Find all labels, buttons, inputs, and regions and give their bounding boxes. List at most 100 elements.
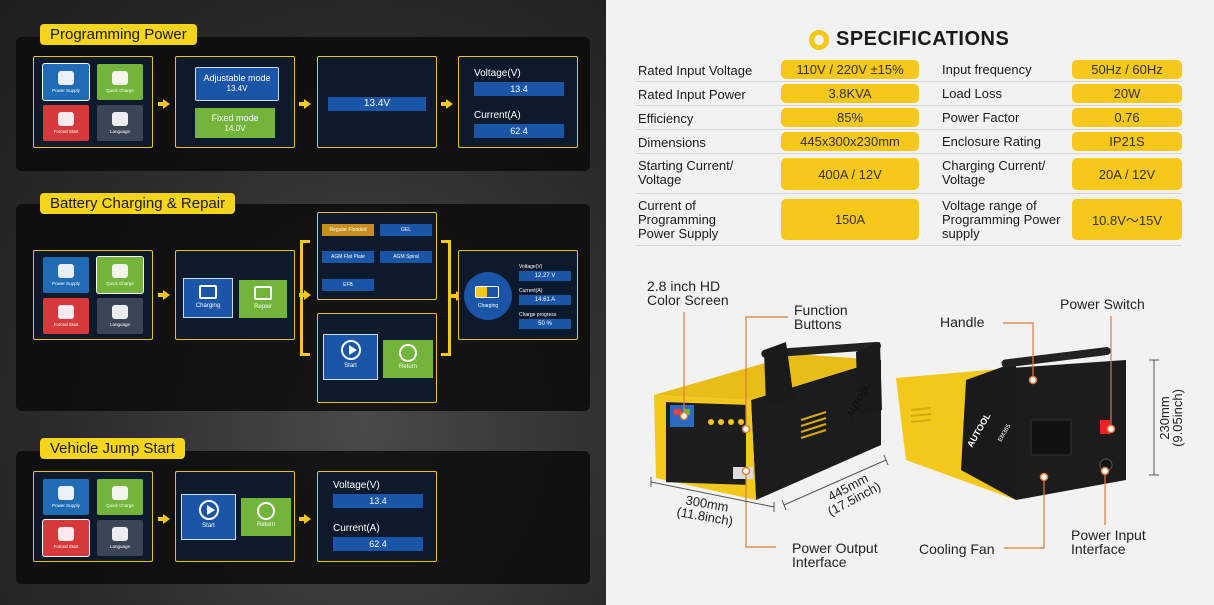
tile-label: Forced Start — [53, 322, 79, 327]
charging-option[interactable]: Charging — [183, 278, 233, 318]
set-voltage-value: 13.4V — [328, 97, 426, 111]
battery-type-option[interactable]: AGM Flat Plate — [322, 251, 374, 263]
battery-charging-title: Battery Charging & Repair — [40, 193, 236, 214]
battery-type-screen: Regular Flooded GEL AGM Flat Plate AGM S… — [317, 212, 437, 300]
start-label: Start — [344, 363, 357, 369]
tile-label: Language — [109, 129, 131, 134]
quick-charge-icon — [112, 264, 128, 278]
return-icon — [399, 344, 417, 362]
current-value: 62.4 — [474, 124, 564, 138]
power-supply-icon — [58, 71, 74, 85]
tile-label: Quick Charge — [106, 503, 134, 508]
quick-charge-tile[interactable]: Quick Charge — [97, 479, 143, 515]
language-tile[interactable]: Language — [97, 105, 143, 141]
spec-label: Enclosure Rating — [942, 134, 1041, 149]
tile-label: Forced Start — [53, 129, 79, 134]
bracket-left — [300, 240, 310, 356]
voltage-label: Voltage(V) — [333, 480, 380, 491]
rear-view-unit — [896, 347, 1126, 500]
start-button[interactable]: Start — [181, 494, 236, 540]
power-supply-tile[interactable]: Power Supply — [43, 479, 89, 515]
arrow-icon — [158, 99, 170, 109]
forced-start-tile[interactable]: Forced Start — [42, 519, 90, 557]
bracket-right — [441, 240, 451, 356]
repair-label: Repair — [254, 304, 272, 310]
voltage-value: 13.4 — [474, 82, 564, 96]
current-value: 14.61 A — [519, 295, 571, 305]
adjustable-mode-value: 13.4V — [226, 84, 248, 93]
forced-start-tile[interactable]: Forced Start — [43, 105, 89, 141]
spec-value: IP21S — [1072, 132, 1182, 151]
spec-label: Power Factor — [942, 110, 1020, 125]
play-icon — [340, 340, 361, 360]
arrow-icon — [441, 99, 453, 109]
repair-option[interactable]: Repair — [239, 280, 287, 318]
js-menu-screen: Power Supply Quick Charge Forced Start L… — [33, 471, 153, 562]
power-supply-tile[interactable]: Power Supply — [43, 257, 89, 293]
quick-charge-tile[interactable]: Quick Charge — [96, 256, 144, 294]
spec-row: Current of Programming Power Supply 150A… — [636, 194, 1182, 246]
programming-power-title: Programming Power — [40, 24, 197, 45]
tile-label: Power Supply — [52, 281, 80, 286]
adjustable-mode-option[interactable]: Adjustable mode 13.4V — [195, 67, 279, 101]
battery-type-option[interactable]: Regular Flooded — [322, 224, 374, 236]
battery-icon — [199, 285, 217, 299]
return-button[interactable]: Return — [383, 340, 433, 378]
spec-label: Load Loss — [942, 86, 1002, 101]
language-tile[interactable]: Language — [97, 520, 143, 556]
tile-label: Quick Charge — [106, 88, 134, 93]
current-label: Current(A) — [519, 288, 543, 294]
workflow-panel: Programming Power Power Supply Quick Cha… — [0, 0, 606, 605]
battery-type-option[interactable]: EFB — [322, 279, 374, 291]
spec-value: 110V / 220V ±15% — [781, 60, 919, 79]
forced-start-icon — [58, 305, 74, 319]
return-button[interactable]: Return — [241, 498, 291, 536]
fixed-mode-option[interactable]: Fixed mode 14.0V — [195, 108, 275, 138]
product-illustration: AUTOOL AUTOOL EM365 — [650, 312, 1159, 549]
spec-label: Charging Current/ Voltage — [942, 158, 1046, 187]
voltage-label: Voltage(V) — [519, 264, 543, 270]
charging-status-label: Charging — [477, 303, 499, 309]
spec-row: Rated Input Power 3.8KVA Load Loss 20W — [636, 82, 1182, 106]
arrow-icon — [158, 290, 170, 300]
quick-charge-icon — [112, 71, 128, 85]
specifications-panel: SPECIFICATIONS Rated Input Voltage 110V … — [606, 0, 1214, 605]
specifications-title: SPECIFICATIONS — [836, 28, 1010, 50]
js-output-screen: Voltage(V) 13.4 Current(A) 62.4 — [317, 471, 437, 562]
callout-handle: Handle — [940, 314, 985, 330]
spec-value: 85% — [781, 108, 919, 127]
pp-menu-screen: Power Supply Quick Charge Forced Start L… — [33, 56, 153, 148]
callout-power-output: Power Output Interface — [792, 540, 878, 570]
language-icon — [112, 527, 128, 541]
forced-start-icon — [58, 112, 74, 126]
current-value: 62.4 — [333, 537, 423, 551]
spec-value: 0.76 — [1072, 108, 1182, 127]
tile-label: Quick Charge — [106, 281, 134, 286]
start-button[interactable]: Start — [323, 334, 378, 380]
pp-output-screen: Voltage(V) 13.4 Current(A) 62.4 — [458, 56, 578, 148]
return-label: Return — [256, 522, 275, 528]
forced-start-tile[interactable]: Forced Start — [43, 298, 89, 334]
spec-row: Starting Current/ Voltage 400A / 12V Cha… — [636, 154, 1182, 194]
pp-mode-screen: Adjustable mode 13.4V Fixed mode 14.0V — [175, 56, 295, 148]
front-view-unit — [654, 341, 882, 500]
adjustable-mode-label: Adjustable mode — [203, 73, 271, 83]
spec-row: Dimensions 445x300x230mm Enclosure Ratin… — [636, 130, 1182, 154]
quick-charge-tile[interactable]: Quick Charge — [97, 64, 143, 100]
battery-repair-icon — [254, 286, 272, 300]
battery-type-option[interactable]: AGM Spiral — [380, 251, 432, 263]
js-start-screen: Start Return — [175, 471, 295, 562]
bc-start-screen: Start Return — [317, 313, 437, 403]
callout-power-input: Power Input Interface — [1071, 527, 1146, 557]
current-label: Current(A) — [333, 523, 380, 534]
fixed-mode-value: 14.0V — [224, 124, 246, 133]
arrow-icon — [299, 99, 311, 109]
spec-label: Rated Input Power — [638, 87, 746, 102]
fixed-mode-label: Fixed mode — [211, 113, 259, 123]
spec-label: Current of Programming Power Supply — [638, 198, 719, 241]
tile-label: Forced Start — [53, 544, 79, 549]
power-supply-tile[interactable]: Power Supply — [42, 63, 90, 101]
battery-type-option[interactable]: GEL — [380, 224, 432, 236]
language-tile[interactable]: Language — [97, 298, 143, 334]
callout-power-switch: Power Switch — [1060, 296, 1145, 312]
